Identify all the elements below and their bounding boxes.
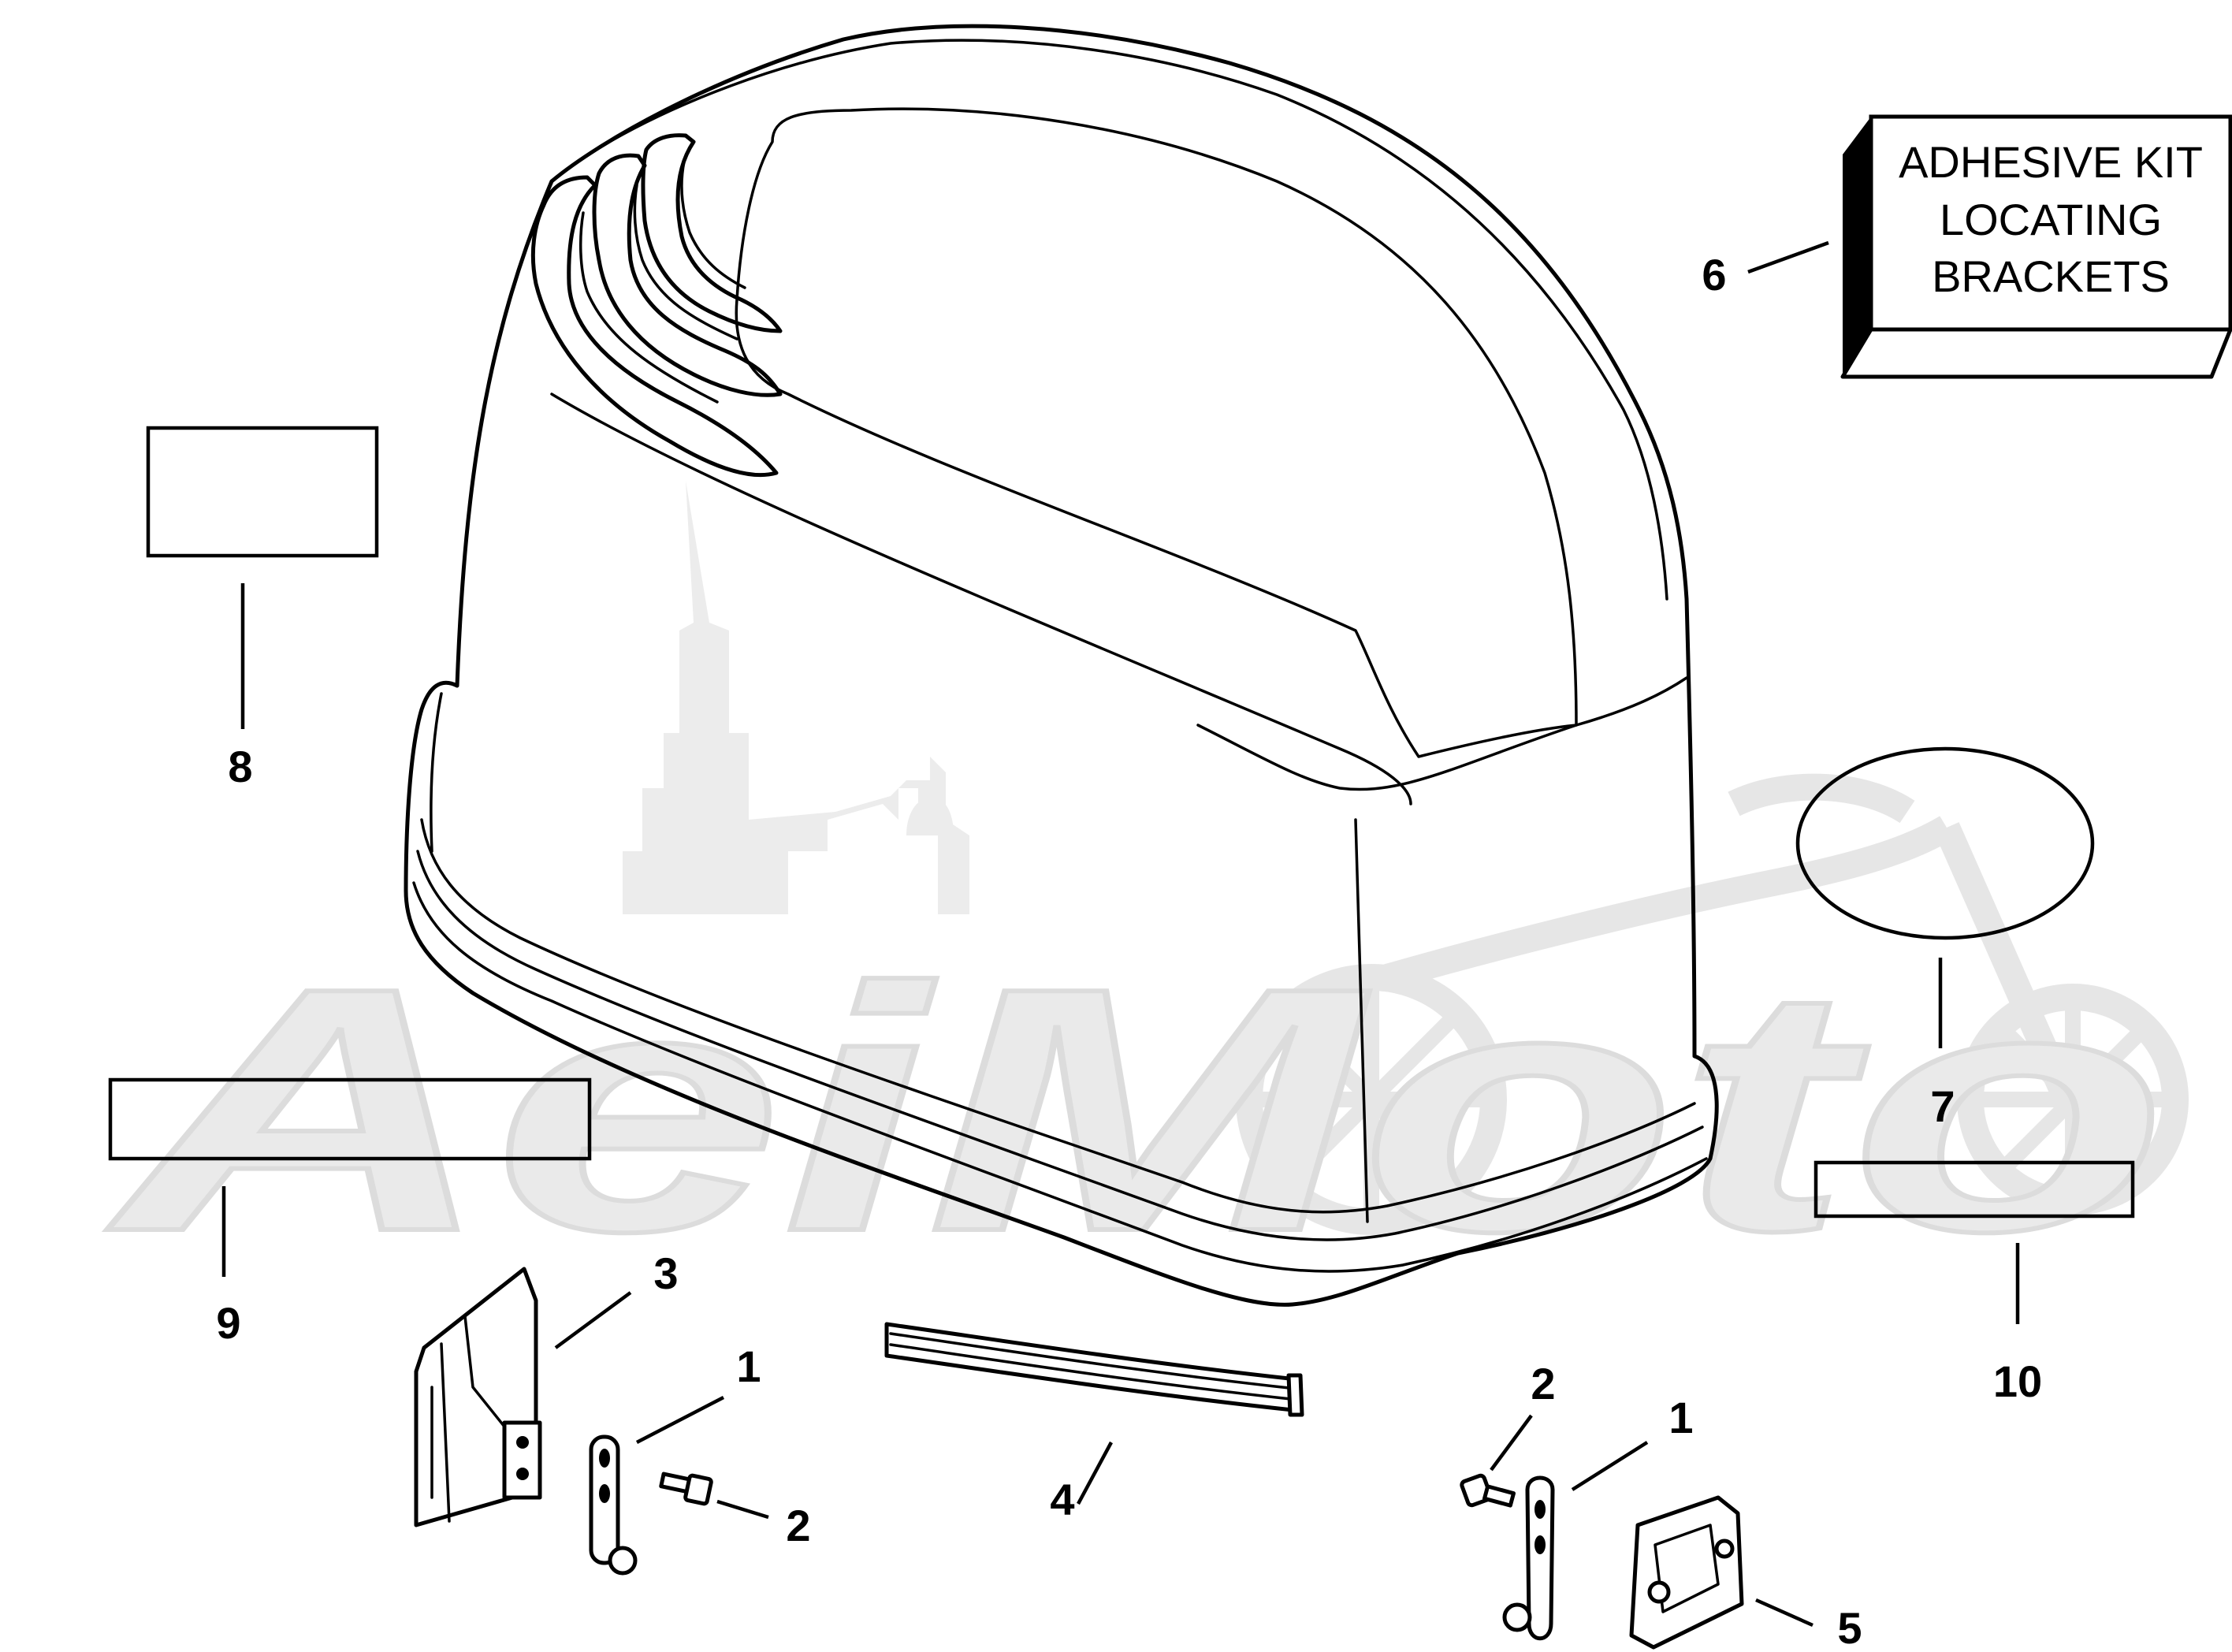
callout-5: 5 [1837, 1603, 1862, 1652]
adhesive-kit-line-1: ADHESIVE KIT [1899, 137, 2203, 187]
cowl-left-edge [430, 692, 443, 853]
link-1-right-slot-1 [1534, 1500, 1546, 1519]
adhesive-kit-box: ADHESIVE KIT LOCATING BRACKETS [1840, 114, 2232, 379]
watermark-motorcycle [1236, 773, 2189, 1235]
hinge-bracket-3 [414, 1267, 542, 1527]
callout-2-left: 2 [786, 1501, 810, 1550]
leader-6 [1747, 240, 1829, 274]
callout-1-right: 1 [1668, 1393, 1693, 1442]
adhesive-kit-line-3: BRACKETS [1932, 251, 2170, 301]
decal-7-oval [1795, 746, 2095, 940]
latch-plate-5-body [1629, 1495, 1744, 1650]
callout-6: 6 [1702, 250, 1726, 300]
watermark-church-silhouette [623, 481, 969, 914]
cowl-air-vents [530, 133, 783, 478]
cowl-body-contour-1 [550, 393, 1412, 806]
vent-outer [530, 175, 779, 478]
cowl-rim-middle [416, 850, 1704, 1241]
bolt-2-right-shank [1482, 1484, 1516, 1508]
link-1-right-pin [1502, 1602, 1532, 1632]
watermark-motorcycle-spokes [1257, 985, 2167, 1214]
hinge-bracket-3-tab [502, 1420, 542, 1500]
callouts: 6 8 9 10 7 3 1 2 4 2 1 5 [216, 250, 2042, 1652]
decal-9 [108, 1077, 592, 1161]
bolt-2-right [1460, 1473, 1516, 1508]
seal-strip-4-body [884, 1322, 1303, 1413]
callout-9: 9 [216, 1298, 240, 1348]
leader-3 [554, 1291, 632, 1349]
hinge-bracket-3-hole-1 [516, 1436, 529, 1449]
callout-7: 7 [1930, 1081, 1955, 1131]
cowl-top-panel [735, 107, 1578, 758]
seal-strip-4 [884, 1322, 1304, 1417]
callout-3: 3 [653, 1248, 678, 1298]
leader-1-right [1571, 1441, 1649, 1491]
seal-strip-4-end [1286, 1373, 1304, 1417]
adhesive-kit-box-bottom [1840, 327, 2232, 379]
watermark-text: AeiMoto [102, 917, 2167, 1304]
link-1-left [589, 1434, 638, 1576]
bolt-2-left [659, 1472, 713, 1506]
cowl-rim-upper [420, 818, 1696, 1214]
cowl-front-seam [1354, 818, 1369, 1223]
vent-inner [641, 133, 783, 333]
vent-slot-1 [579, 211, 719, 404]
vent-middle [592, 153, 783, 397]
link-1-right-slot-2 [1534, 1535, 1546, 1554]
link-1-right-bar [1525, 1475, 1555, 1641]
hinge-bracket-3-hole-2 [516, 1468, 529, 1480]
cowl-rim-lower [412, 881, 1708, 1273]
bolt-2-left-head [683, 1473, 713, 1506]
link-1-left-pin [608, 1546, 638, 1576]
callout-2-right: 2 [1531, 1359, 1555, 1408]
leader-2-left [716, 1499, 769, 1520]
latch-plate-5 [1629, 1495, 1744, 1650]
cowl-crown-line [582, 39, 1668, 601]
adhesive-kit-box-side [1843, 117, 1871, 377]
decal-8 [146, 426, 379, 558]
watermark-church-dome [906, 797, 954, 835]
leader-5 [1755, 1598, 1814, 1628]
cowl-body-contour-2 [1196, 676, 1688, 791]
vent-slot-3 [680, 160, 746, 289]
leader-4 [1077, 1441, 1113, 1505]
seal-strip-4-groove-2 [889, 1343, 1300, 1401]
cowl-outline [404, 24, 1719, 1307]
callout-8: 8 [228, 742, 252, 791]
engine-cowl [404, 24, 1719, 1307]
link-1-left-slot-1 [599, 1449, 610, 1468]
leader-1-left [635, 1396, 725, 1444]
latch-plate-5-stud-2 [1714, 1539, 1735, 1559]
leader-2-right [1490, 1414, 1533, 1472]
link-1-right [1502, 1475, 1555, 1641]
decal-10 [1814, 1160, 2135, 1219]
callout-4: 4 [1050, 1475, 1074, 1524]
hinge-bracket-3-edge [440, 1342, 451, 1523]
watermark: AeiMoto [99, 481, 2189, 1306]
callout-10: 10 [1993, 1356, 2042, 1406]
seal-strip-4-groove-1 [889, 1332, 1298, 1390]
adhesive-kit-line-2: LOCATING [1940, 195, 2162, 244]
vent-slot-2 [633, 184, 738, 340]
callout-1-left: 1 [736, 1341, 761, 1391]
latch-plate-5-stud-1 [1647, 1580, 1671, 1604]
link-1-left-slot-2 [599, 1484, 610, 1503]
adhesive-kit-box-front [1869, 114, 2232, 332]
leader-lines [221, 240, 2020, 1628]
